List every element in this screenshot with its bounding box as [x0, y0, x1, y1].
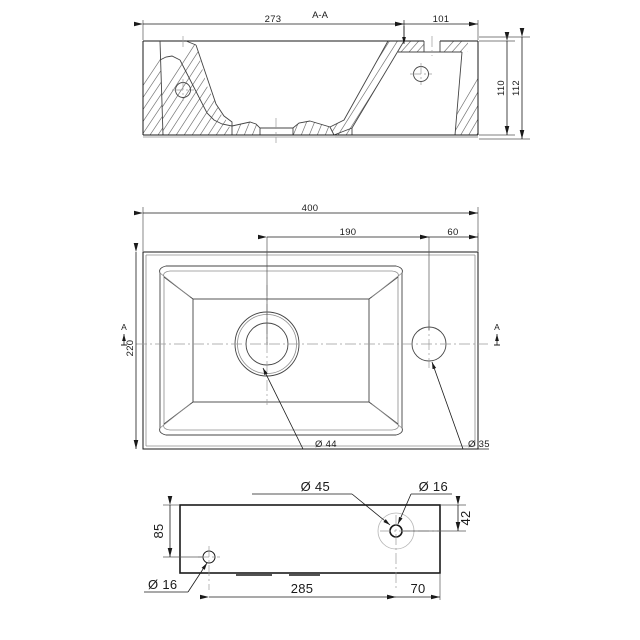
dim-70: 70	[387, 574, 441, 600]
dim-273: 273	[134, 14, 405, 40]
dim-60-label: 60	[447, 227, 458, 238]
callout-dia16-right: Ø 16	[397, 479, 452, 525]
dim-110-label: 110	[496, 80, 507, 96]
dim-85: 85	[151, 496, 203, 558]
section-marker-right: A	[494, 322, 500, 346]
plan-centerlines	[136, 285, 488, 405]
section-title: A-A	[312, 10, 329, 21]
section-right-wall-hatch	[455, 41, 478, 135]
dim-101: 101	[395, 14, 479, 40]
front-view: 85 42 285 70 Ø 45 Ø	[144, 479, 473, 600]
section-outline	[142, 40, 479, 138]
callout-dia16-left: Ø 16	[144, 562, 208, 593]
section-left-wall-hatch	[143, 41, 163, 135]
dim-101-label: 101	[433, 14, 450, 25]
dim-42-label: 42	[458, 510, 473, 525]
dim-400: 400	[134, 203, 479, 251]
section-marker-right-letter: A	[494, 322, 500, 332]
dim-70-label: 70	[410, 581, 425, 596]
dim-42: 42	[403, 496, 473, 532]
dim-112: 112	[479, 28, 530, 140]
dim-112-label: 112	[511, 80, 522, 96]
dim-60: 60	[420, 227, 479, 251]
section-view: 273 101 A-A 110 112	[134, 10, 530, 143]
section-right-top-hatch-a	[398, 41, 424, 52]
dim-273-label: 273	[265, 14, 282, 25]
section-centerlines	[182, 36, 433, 143]
callout-dia35-label: Ø 35	[468, 439, 490, 450]
front-hole-left	[198, 546, 220, 590]
dim-190: 190	[258, 227, 429, 240]
callout-dia16-right-label: Ø 16	[419, 479, 448, 494]
dim-85-label: 85	[151, 523, 166, 538]
plan-view: 400 190 60 220 A A	[121, 203, 500, 450]
plan-basin-rim	[159, 265, 403, 436]
section-hole-right	[410, 63, 432, 85]
callout-dia35: Ø 35	[431, 361, 490, 450]
section-marker-left-letter: A	[121, 322, 127, 332]
dim-220-label: 220	[125, 340, 136, 357]
dim-220: 220	[125, 243, 139, 449]
section-floor-left-hatch	[232, 122, 260, 135]
section-floor-right-hatch	[293, 121, 334, 135]
callout-dia44-label: Ø 44	[315, 439, 337, 450]
dim-190-label: 190	[340, 227, 357, 238]
plan-basin-bottom	[159, 272, 403, 429]
section-hole-left	[172, 79, 194, 101]
front-outer-rect	[179, 504, 441, 574]
dim-400-label: 400	[302, 203, 319, 214]
callout-dia44: Ø 44	[262, 367, 337, 450]
callout-dia45: Ø 45	[252, 479, 391, 526]
front-hole-right	[377, 512, 440, 590]
callout-dia45-label: Ø 45	[301, 479, 330, 494]
dim-285: 285	[200, 581, 396, 600]
dim-285-label: 285	[291, 581, 314, 596]
callout-dia16-left-label: Ø 16	[148, 577, 177, 592]
section-right-top-hatch-b	[440, 41, 468, 52]
section-marker-left: A	[121, 322, 127, 346]
section-right-rib-hatch	[330, 41, 404, 135]
dim-110: 110	[479, 32, 515, 136]
